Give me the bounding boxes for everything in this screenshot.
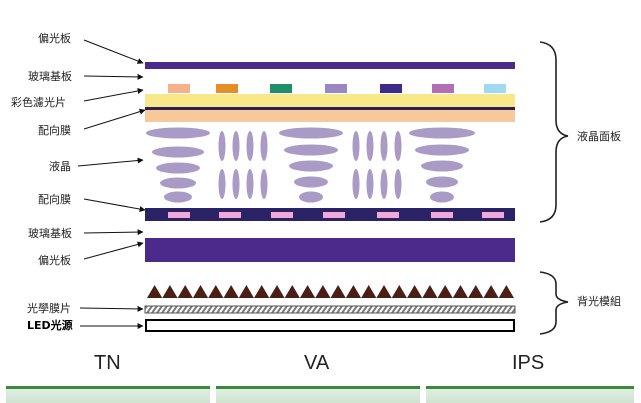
crystal-molecule: [232, 169, 240, 199]
crystal-molecule: [160, 177, 196, 189]
crystal-molecule: [260, 169, 268, 199]
color-filter-layer: [145, 94, 515, 107]
filter-cell: [380, 84, 402, 93]
crystal-molecule: [366, 169, 374, 199]
label-liquid-crystal: 液晶: [49, 160, 71, 173]
prism-sheet: [147, 285, 514, 298]
crystal-molecule: [426, 176, 458, 188]
crystal-molecule: [409, 127, 475, 139]
crystal-molecule: [156, 162, 200, 174]
filter-cell: [216, 84, 238, 93]
electrode-pad: [482, 212, 504, 218]
crystal-molecule: [218, 131, 226, 161]
crystal-molecule: [146, 127, 210, 139]
crystal-molecule: [246, 169, 254, 199]
crystal-molecule: [218, 169, 226, 199]
crystal-molecule: [394, 169, 402, 199]
label-led-source: LED光源: [27, 319, 73, 332]
alignment-film-top: [145, 110, 515, 122]
electrode-pad: [168, 212, 190, 218]
label-optical-film: 光學膜片: [27, 302, 71, 315]
label-lcd-panel: 液晶面板: [577, 130, 621, 143]
tech-label-ips: IPS: [512, 352, 545, 374]
led-light-layer: [145, 319, 515, 332]
crystal-molecule: [260, 131, 268, 161]
filter-cell: [270, 84, 292, 93]
liquid-crystal-molecules: [146, 127, 475, 203]
crystal-molecule: [352, 131, 360, 161]
optical-film-layer: [144, 305, 516, 314]
filter-cell: [168, 84, 190, 93]
crystal-molecule: [152, 146, 204, 158]
label-polarizer-top: 偏光板: [38, 32, 71, 45]
crystal-molecule: [284, 144, 338, 156]
crystal-molecule: [279, 127, 343, 139]
tech-label-tn: TN: [94, 352, 121, 374]
tech-label-va: VA: [304, 352, 330, 374]
filter-cell: [484, 84, 506, 93]
crystal-molecule: [380, 131, 388, 161]
leader-arrows: [77, 39, 146, 329]
bottom-strip-va: [216, 386, 420, 403]
electrode-pad: [377, 212, 399, 218]
crystal-molecule: [289, 160, 333, 172]
crystal-molecule: [421, 160, 463, 172]
electrode-pad: [219, 212, 241, 218]
crystal-molecule: [294, 176, 328, 188]
electrode-pad: [323, 212, 345, 218]
electrode-pad: [431, 212, 453, 218]
polarizer-top-layer: [145, 62, 515, 69]
crystal-molecule: [430, 191, 454, 203]
brace-backlight: [539, 271, 569, 335]
label-alignment-top: 配向膜: [38, 124, 71, 137]
label-alignment-bottom: 配向膜: [38, 193, 71, 206]
bottom-strip-ips: [426, 386, 634, 403]
label-color-filter: 彩色濾光片: [11, 96, 66, 109]
crystal-molecule: [366, 131, 374, 161]
crystal-molecule: [232, 131, 240, 161]
label-glass-top: 玻璃基板: [28, 70, 72, 83]
crystal-molecule: [164, 191, 192, 203]
crystal-molecule: [394, 131, 402, 161]
filter-cell: [432, 84, 454, 93]
electrode-pads: [168, 212, 504, 218]
crystal-molecule: [246, 131, 254, 161]
label-backlight-module: 背光模組: [577, 295, 621, 308]
crystal-molecule: [299, 191, 323, 203]
crystal-molecule: [380, 169, 388, 199]
polarizer-bottom-layer: [145, 238, 515, 262]
crystal-molecule: [352, 169, 360, 199]
color-filter-cells: [168, 84, 506, 93]
alignment-line-top: [145, 107, 515, 110]
brace-lcd-panel: [539, 41, 569, 223]
label-polarizer-bottom: 偏光板: [38, 254, 71, 267]
bottom-strip-tn: [6, 386, 210, 403]
crystal-molecule: [415, 144, 469, 156]
filter-cell: [325, 84, 347, 93]
label-glass-bottom: 玻璃基板: [28, 227, 72, 240]
electrode-pad: [271, 212, 293, 218]
